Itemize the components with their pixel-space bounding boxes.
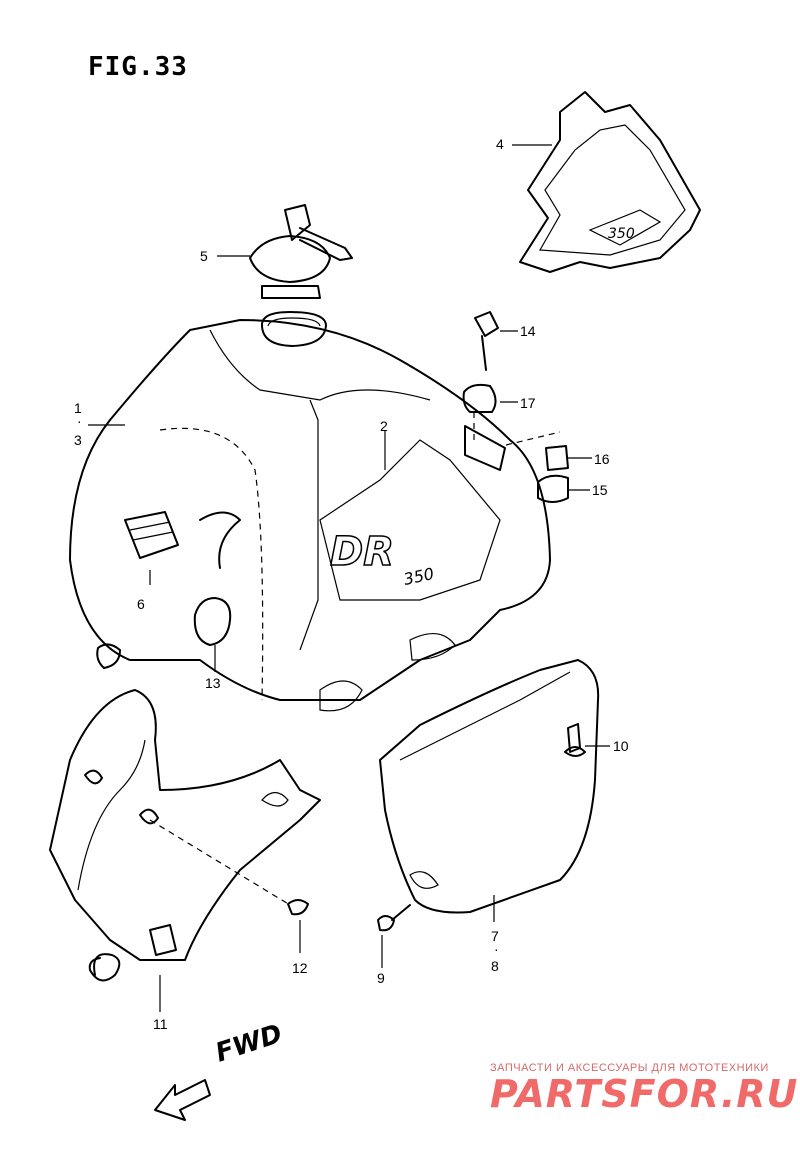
tank-decal-model: DR xyxy=(330,529,394,575)
callout-10: 10 xyxy=(613,738,629,754)
screw-part-12 xyxy=(287,899,309,916)
watermark-tagline: ЗАПЧАСТИ И АКСЕССУАРЫ ДЛЯ МОТОТЕХНИКИ xyxy=(490,1062,769,1074)
grommet-part-17 xyxy=(462,383,497,413)
watermark-logo[interactable]: PARTSFOR.RU xyxy=(490,1072,799,1116)
decal-4-cc: 350 xyxy=(608,226,635,242)
fuel-cap-part-5 xyxy=(249,204,353,299)
decal-part-4: 350 xyxy=(519,91,701,273)
callout-17: 17 xyxy=(520,395,536,411)
collar-part-16 xyxy=(545,445,569,471)
callout-9: 9 xyxy=(377,970,385,986)
bolt-part-14 xyxy=(474,311,499,337)
callout-dot-1-3: · xyxy=(77,413,82,429)
callout-2: 2 xyxy=(380,418,388,434)
side-cover-part-11 xyxy=(49,689,321,982)
callout-3: 3 xyxy=(74,432,82,448)
callout-4: 4 xyxy=(496,136,504,152)
callout-6: 6 xyxy=(137,596,145,612)
screw-part-9 xyxy=(377,915,395,932)
callout-7: 7 xyxy=(491,928,499,944)
callout-11: 11 xyxy=(153,1016,168,1032)
callout-15: 15 xyxy=(592,482,608,498)
fuel-tank-part-1-3: DR 350 xyxy=(69,311,551,712)
cushion-part-15 xyxy=(537,474,569,503)
callout-16: 16 xyxy=(594,451,610,467)
small-hardware xyxy=(287,311,586,932)
callout-8: 8 xyxy=(491,958,499,974)
callout-14: 14 xyxy=(520,323,536,339)
tank-decal-cc: 350 xyxy=(402,564,436,589)
callout-1: 1 xyxy=(74,400,82,416)
figure-title: FIG.33 xyxy=(88,52,188,82)
fwd-arrow-icon xyxy=(154,1079,211,1121)
callout-dot-7-8: · xyxy=(494,941,499,957)
side-cover-part-7-8 xyxy=(379,659,600,914)
callout-13: 13 xyxy=(205,675,221,691)
callout-5: 5 xyxy=(200,248,208,264)
leader-lines xyxy=(88,144,610,1012)
callout-12: 12 xyxy=(292,960,308,976)
